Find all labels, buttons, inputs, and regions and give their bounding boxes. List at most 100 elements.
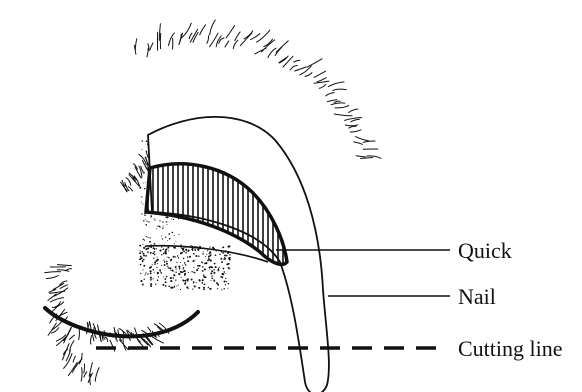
stipple-dot: [142, 149, 143, 150]
stipple-dot: [143, 259, 145, 261]
stipple-dot: [229, 254, 230, 255]
fur-stroke: [91, 336, 92, 345]
stipple-dot: [192, 260, 194, 262]
stipple-dot: [144, 240, 145, 241]
stipple-dot: [174, 243, 175, 244]
fur-stroke: [251, 34, 260, 40]
stipple-dot: [220, 276, 222, 278]
stipple-dot: [150, 266, 152, 268]
stipple-dot: [142, 203, 143, 204]
fur-stroke: [307, 59, 322, 67]
stipple-dot: [185, 252, 187, 254]
stipple-dot: [139, 252, 141, 254]
stipple-dot: [166, 261, 168, 263]
fur-stroke: [257, 30, 270, 42]
stipple-dot: [174, 286, 175, 287]
stipple-dot: [157, 259, 159, 261]
stipple-dot: [154, 262, 156, 264]
stipple-dot: [154, 264, 155, 265]
stipple-dot: [166, 248, 167, 249]
stipple-dot: [153, 278, 154, 279]
fur-stroke: [79, 353, 82, 364]
fur-stroke: [349, 126, 357, 128]
stipple-dot: [142, 244, 143, 245]
stipple-dot: [196, 269, 198, 271]
stipple-dot: [185, 249, 187, 251]
stipple-dot: [195, 250, 196, 251]
stipple-dot: [228, 246, 230, 248]
fur-stroke: [189, 33, 192, 39]
stipple-dot: [208, 259, 210, 261]
fur-stroke: [244, 31, 253, 39]
stipple-dot: [194, 260, 195, 261]
stipple-dot: [167, 240, 168, 241]
stipple-dot: [145, 255, 147, 257]
stipple-dot: [203, 289, 205, 291]
stipple-dot: [209, 266, 211, 268]
fur-stroke: [225, 41, 229, 47]
stipple-dot: [145, 224, 147, 226]
fur-stroke: [279, 58, 286, 63]
fur-stroke: [150, 43, 153, 51]
stipple-dot: [159, 250, 161, 252]
stipple-dot: [160, 272, 162, 274]
stipple-dot: [217, 288, 218, 289]
stipple-dot: [145, 272, 146, 273]
stipple-dot: [210, 288, 212, 290]
stipple-dot: [145, 274, 146, 275]
stipple-dot: [167, 217, 168, 218]
stipple-dot: [169, 238, 171, 240]
fur-stroke: [235, 32, 240, 41]
stipple-dot: [196, 282, 197, 283]
stipple-dot: [150, 215, 152, 217]
stipple-dot: [197, 249, 199, 251]
fur-stroke: [135, 39, 136, 50]
stipple-dot: [139, 245, 141, 247]
stipple-dot: [156, 228, 157, 229]
stipple-dot: [222, 273, 224, 275]
stipple-dot: [208, 287, 209, 288]
stipple-dot: [155, 283, 156, 284]
stipple-dot: [162, 221, 164, 223]
fur-stroke: [84, 364, 85, 373]
stipple-dot: [198, 255, 200, 257]
stipple-dot: [187, 256, 189, 258]
stipple-dot: [185, 247, 186, 248]
stipple-dot: [208, 256, 210, 258]
stipple-dot: [163, 253, 165, 255]
stipple-dot: [218, 269, 220, 271]
stipple-dot: [202, 253, 204, 255]
stipple-dot: [150, 279, 152, 281]
stipple-dot: [215, 254, 217, 256]
stipple-dot: [170, 277, 172, 279]
stipple-dot: [150, 277, 152, 279]
stipple-dot: [168, 285, 170, 287]
stipple-dot: [202, 279, 204, 281]
stipple-dot: [185, 280, 187, 282]
stipple-dot: [139, 187, 140, 188]
stipple-dot: [213, 269, 215, 271]
fur-stroke: [314, 71, 326, 77]
stipple-dot: [172, 287, 174, 289]
stipple-dot: [204, 268, 206, 270]
stipple-dot: [150, 283, 152, 285]
stipple-dot: [224, 281, 226, 283]
fur-stroke: [268, 48, 276, 57]
stipple-dot: [150, 273, 152, 275]
stipple-dot: [159, 226, 160, 227]
stipple-dot: [159, 269, 161, 271]
stipple-dot: [211, 267, 213, 269]
stipple-dot: [193, 253, 195, 255]
stipple-dot: [173, 274, 175, 276]
stipple-dot: [162, 284, 164, 286]
stipple-dot: [146, 151, 147, 152]
stipple-dot: [140, 280, 142, 282]
stipple-dot: [165, 285, 167, 287]
stipple-dot: [163, 226, 164, 227]
stipple-dot: [188, 288, 189, 289]
stipple-dot: [192, 248, 194, 250]
fur-stroke: [60, 281, 67, 285]
stipple-dot: [156, 248, 157, 249]
stipple-dot: [187, 280, 189, 282]
stipple-dot: [147, 251, 149, 253]
